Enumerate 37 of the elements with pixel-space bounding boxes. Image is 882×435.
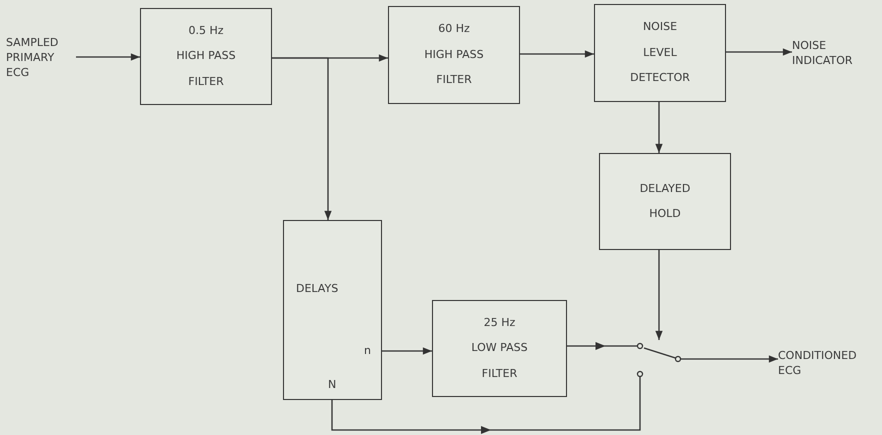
process-block <box>140 8 272 105</box>
signal-label: SAMPLED PRIMARY ECG <box>6 34 60 80</box>
block-label: FILTER <box>188 74 224 90</box>
block-label: HIGH PASS <box>424 46 484 63</box>
block-label: 0.5 Hz <box>188 22 224 39</box>
process-block <box>599 153 731 250</box>
block-label: FILTER <box>482 366 518 382</box>
arrow <box>331 380 641 434</box>
process-block <box>388 6 520 104</box>
arrow <box>520 50 594 58</box>
block-label: LOW PASS <box>471 340 528 356</box>
arrow <box>272 57 332 220</box>
arrow <box>655 102 663 153</box>
arrow <box>382 347 432 355</box>
block-title: DELAYS <box>296 282 338 295</box>
switch-symbol <box>634 340 684 380</box>
arrow <box>567 342 634 350</box>
block-label: FILTER <box>436 72 472 88</box>
block-label: DELAYED <box>640 180 690 196</box>
arrow <box>684 355 778 363</box>
output-tap-label: N <box>328 378 336 390</box>
arrow <box>726 48 792 56</box>
block-label: NOISE <box>642 19 678 36</box>
block-label: 60 Hz <box>438 21 470 38</box>
output-tap-label: n <box>364 344 371 357</box>
block-label: 25 Hz <box>484 314 516 331</box>
process-block <box>432 300 567 397</box>
delay-block <box>283 220 382 400</box>
block-label: LEVEL <box>643 44 677 61</box>
signal-label: CONDITIONED ECG <box>778 348 858 378</box>
block-label: DETECTOR <box>630 70 690 86</box>
arrow <box>655 250 663 340</box>
process-block <box>594 4 726 102</box>
block-label: HOLD <box>649 206 681 222</box>
signal-label: NOISE INDICATOR <box>792 38 854 68</box>
arrow <box>76 53 140 61</box>
block-label: HIGH PASS <box>176 48 236 64</box>
